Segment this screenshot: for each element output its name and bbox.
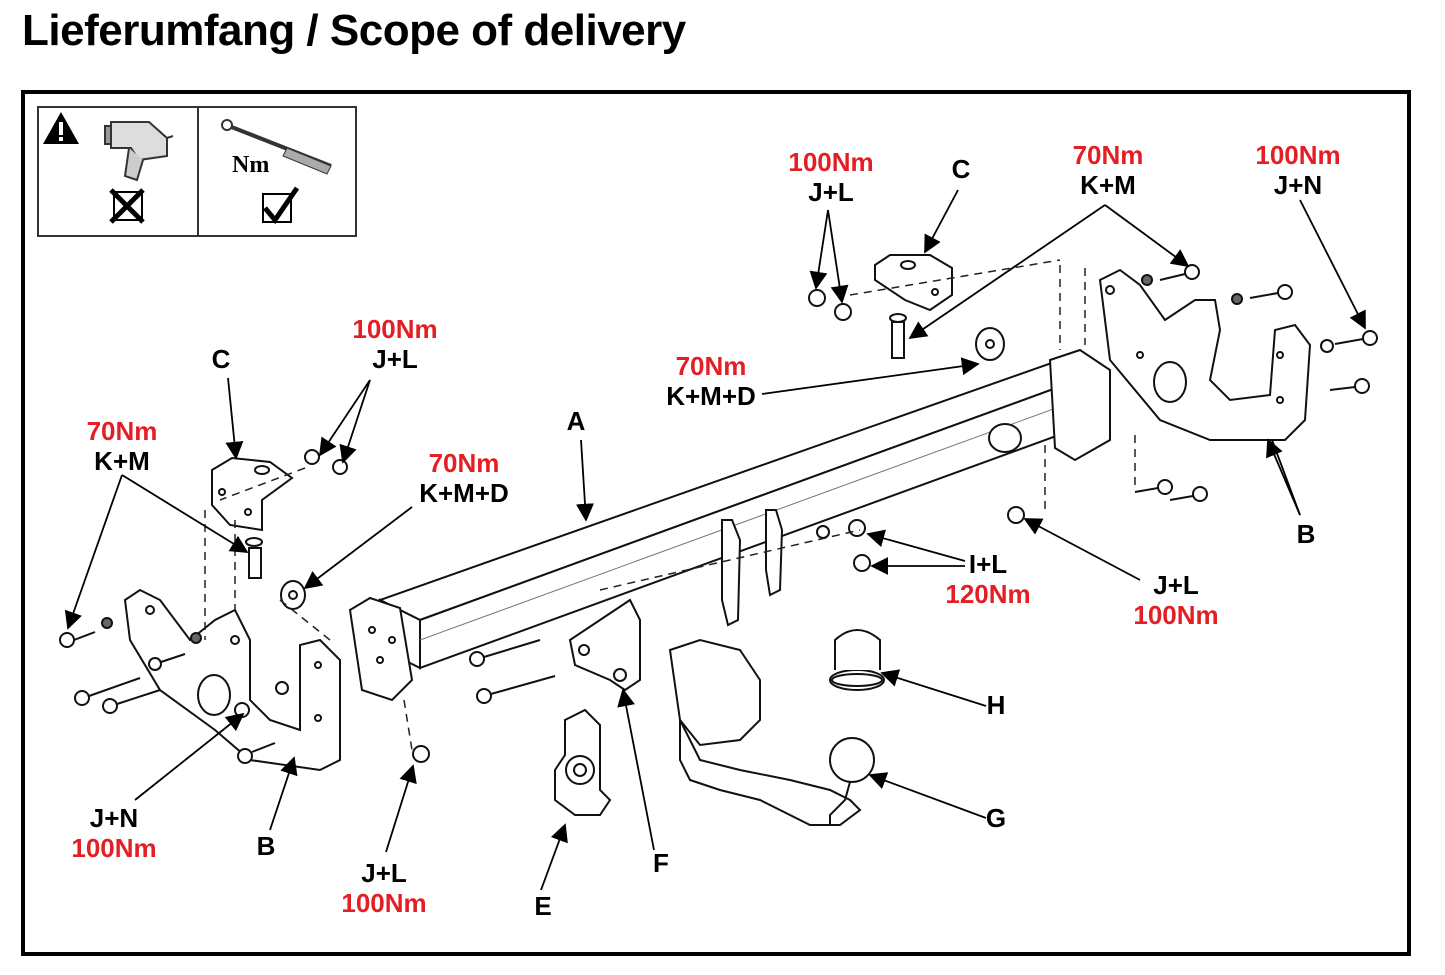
bracket-f [568, 598, 641, 692]
torque-value: 100Nm [352, 314, 438, 344]
torque-value: 70Nm [86, 416, 158, 446]
fasteners [59, 264, 1378, 764]
callout-bottom-jl: J+L 100Nm [1133, 570, 1218, 630]
part-label-c-right: C [951, 154, 971, 184]
torque-value: 100Nm [341, 888, 427, 918]
part-label-c-left: C [211, 344, 231, 374]
assembly-lines [204, 259, 1136, 751]
fastener-set: K+M [1080, 170, 1136, 200]
part-label-e: E [534, 891, 552, 921]
panel-divider [197, 108, 199, 235]
ball-cap-h [829, 629, 885, 691]
end-plate-right [1048, 348, 1111, 462]
callout-left-top: 100Nm J+L [352, 314, 437, 374]
callout-il: I+L 120Nm [945, 549, 1030, 609]
torque-value: 70Nm [675, 351, 747, 381]
torque-value: 100Nm [1133, 600, 1219, 630]
fastener-set: J+L [1153, 570, 1199, 600]
fastener-set: J+L [808, 177, 854, 207]
tool-usage-panel: Nm [37, 106, 357, 237]
torque-value: 120Nm [945, 579, 1031, 609]
fastener-set: K+M [94, 446, 150, 476]
callout-left-jn: J+N 100Nm [71, 803, 156, 863]
hook-mount [668, 638, 862, 826]
fastener-set: J+N [89, 803, 139, 833]
torque-value: 70Nm [1072, 140, 1144, 170]
end-plate-left [348, 596, 414, 702]
torque-value: 70Nm [428, 448, 500, 478]
diagram-frame [21, 90, 1411, 956]
tow-ball-g [829, 737, 875, 825]
callout-left-jl: J+L 100Nm [341, 858, 426, 918]
check-box-icon [262, 186, 300, 225]
bracket-b-left [123, 588, 341, 772]
part-label-f: F [653, 848, 669, 878]
impact-wrench-icon [104, 121, 174, 182]
x-box-icon [109, 188, 145, 224]
part-label-b-right: B [1296, 519, 1316, 549]
fastener-set: J+L [361, 858, 407, 888]
fastener-set: J+N [1273, 170, 1323, 200]
part-label-a: A [566, 406, 586, 436]
bracket-c-right [874, 254, 953, 312]
leader-arrows [64, 189, 1366, 891]
tool-icons [43, 112, 332, 225]
bracket-c-left [211, 456, 294, 532]
callout-right-km: 70Nm K+M [1073, 140, 1144, 200]
part-label-g: G [985, 803, 1007, 833]
torque-value: 100Nm [71, 833, 157, 863]
socket-plate-e [554, 708, 612, 816]
torque-value: 100Nm [788, 147, 874, 177]
fastener-set: J+L [372, 344, 418, 374]
nm-label: Nm [232, 152, 270, 178]
callout-left-km: 70Nm K+M [87, 416, 158, 476]
callout-left-kmd: 70Nm K+M+D [419, 448, 509, 508]
part-label-b-left: B [256, 831, 276, 861]
fastener-set: K+M+D [419, 478, 509, 508]
bracket-b-right [1098, 268, 1312, 441]
torque-wrench-icon [221, 119, 332, 175]
crossbar-lugs [721, 509, 784, 627]
callout-right-jl: 100Nm J+L [788, 147, 873, 207]
warning-icon [43, 112, 79, 144]
page-title: Lieferumfang / Scope of delivery [22, 6, 686, 55]
fastener-set: I+L [968, 549, 1008, 579]
callout-mid-kmd: 70Nm K+M+D [666, 351, 756, 411]
callout-right-jn: 100Nm J+N [1255, 140, 1340, 200]
torque-value: 100Nm [1255, 140, 1341, 170]
fastener-set: K+M+D [666, 381, 756, 411]
part-label-h: H [986, 690, 1006, 720]
